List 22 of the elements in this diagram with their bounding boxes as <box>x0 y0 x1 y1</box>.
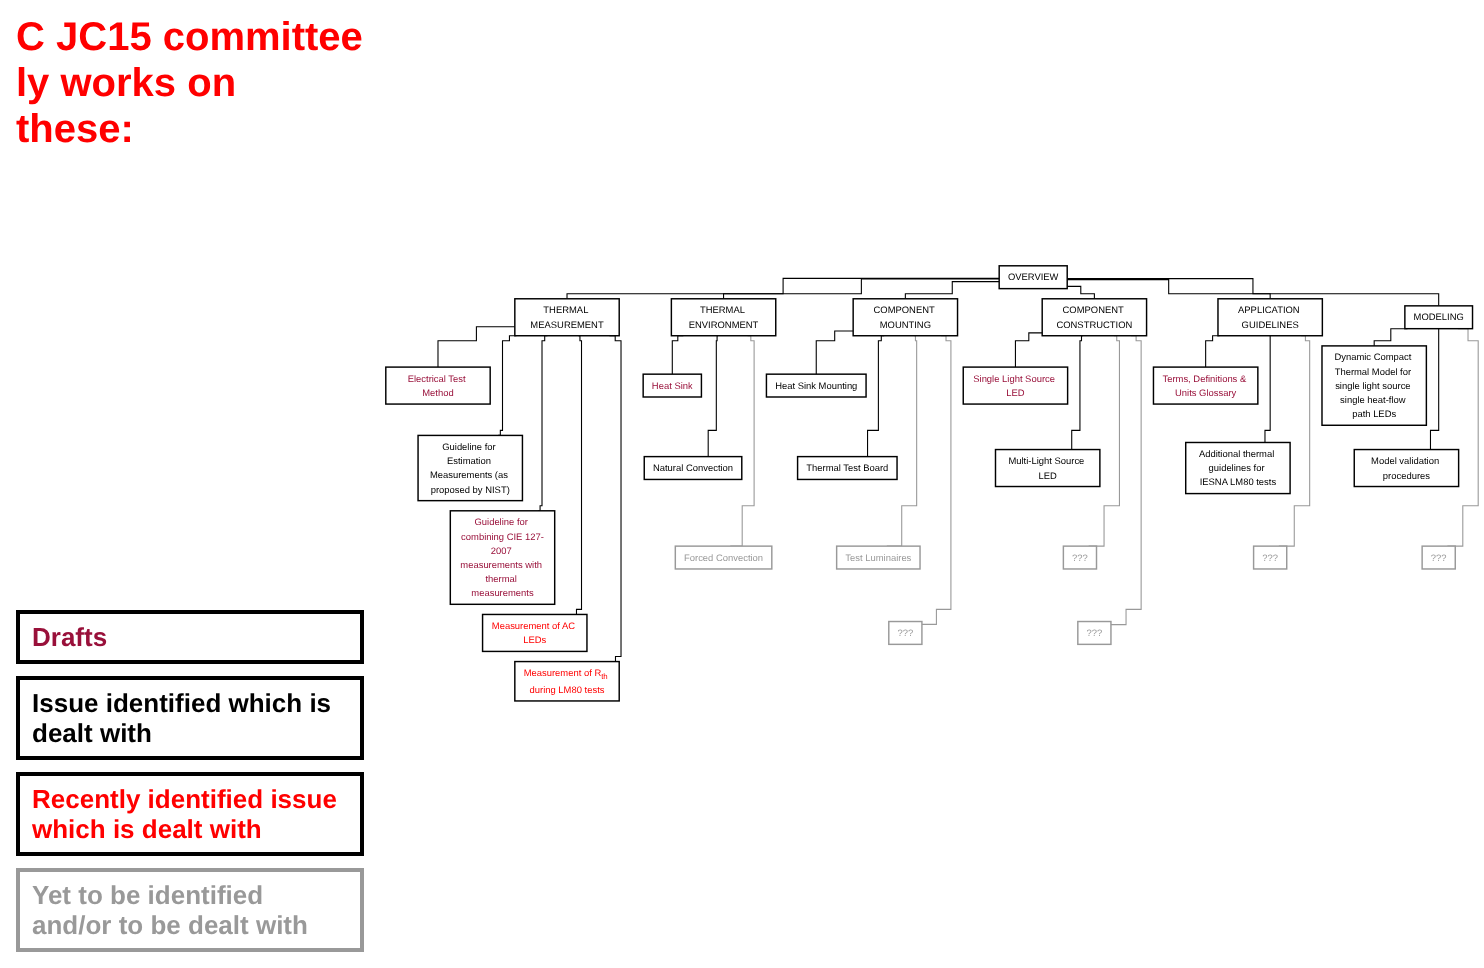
connector <box>1014 332 1043 369</box>
legend-entry: Yet to be identified and/or to be dealt with <box>16 868 364 952</box>
connector <box>537 335 548 512</box>
connector <box>566 278 1000 300</box>
legend-entry: Issue identified which is dealt with <box>16 676 364 760</box>
connector <box>437 326 516 369</box>
connector <box>1205 335 1221 369</box>
connector <box>723 279 1000 300</box>
connector <box>904 281 1000 300</box>
connector <box>1259 335 1271 444</box>
connector <box>1110 335 1142 626</box>
heading: C JC15 committee ly works on these: <box>16 16 364 154</box>
connector <box>1066 279 1271 300</box>
connector <box>1066 286 1095 300</box>
connector <box>921 335 952 626</box>
connector <box>570 335 583 616</box>
legend-entry: Drafts <box>16 610 364 664</box>
connector <box>497 335 517 437</box>
legend-entry: Recently identified issue which is dealt with <box>16 772 364 856</box>
connector <box>815 331 854 376</box>
connector <box>1066 278 1440 307</box>
connector <box>1373 328 1408 348</box>
